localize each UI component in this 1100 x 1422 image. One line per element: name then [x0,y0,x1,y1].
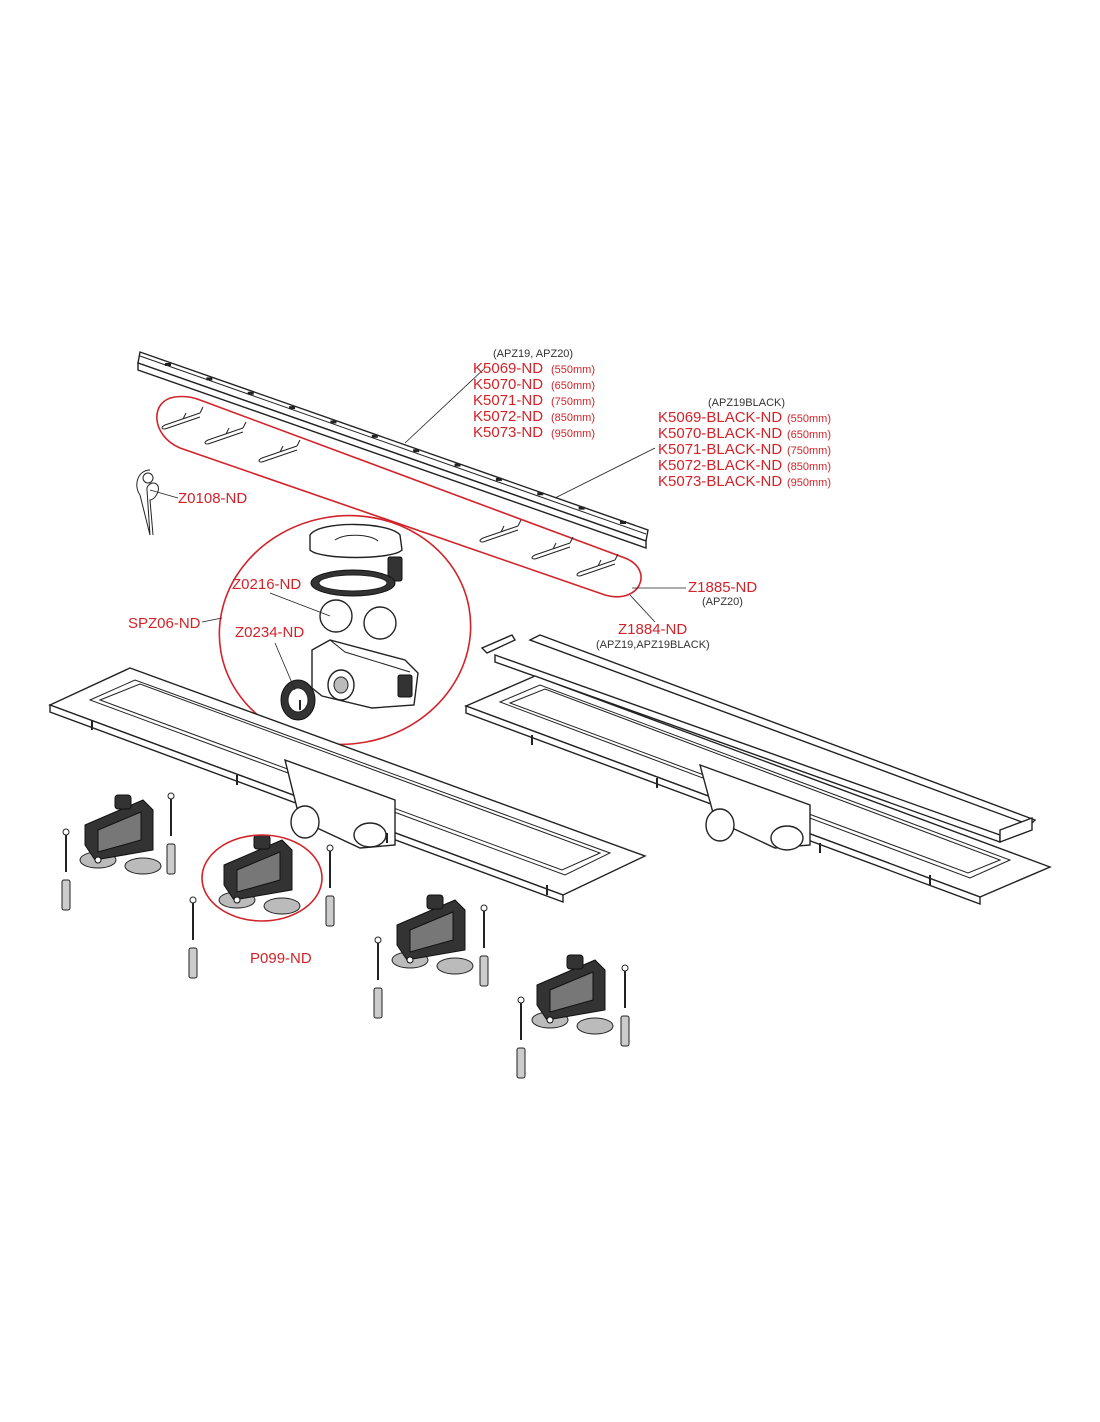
rail-slot [165,363,171,366]
kb-code: K5069-BLACK-ND [658,409,782,426]
levelling-feet [61,792,630,1079]
k-size: (650mm) [551,380,595,392]
float-ball-left [319,599,353,633]
rail-slot [371,434,378,438]
screw-and-plug [325,844,335,927]
clips-group [156,395,642,598]
label-p099: P099-ND [250,950,312,967]
screw-and-plug [620,964,630,1047]
screw-and-plug [61,828,71,911]
rail-slot [578,506,585,510]
rail-slot [495,477,502,481]
k-size: (850mm) [551,412,595,424]
screw-and-plug [479,904,489,987]
siphon-body [311,639,419,709]
label-z0108: Z0108-ND [178,490,247,507]
k-code: K5072-ND [473,408,543,425]
kb-size: (550mm) [787,413,831,425]
cotter-pin-part [136,469,159,536]
label-z0216: Z0216-ND [232,576,301,593]
k-code: K5071-ND [473,392,543,409]
screw-and-plug [373,936,383,1019]
rail-slot [413,449,420,453]
siphon-lid [309,523,403,582]
seal-ring [310,569,396,597]
kb-code: K5072-BLACK-ND [658,457,782,474]
kb-code: K5071-BLACK-ND [658,441,782,458]
kb-code: K5070-BLACK-ND [658,425,782,442]
label-z1885: Z1885-ND [688,579,757,596]
clip [204,421,247,445]
rail-slot [454,463,461,467]
clip [479,519,522,543]
k-code: K5070-ND [473,376,543,393]
levelling-foot [391,894,474,975]
kb-size: (750mm) [787,445,831,457]
clip [161,406,204,430]
label-z1884: Z1884-ND [618,621,687,638]
labels: (APZ19, APZ20) K5069-ND (550mm) K5070-ND (6… [128,348,831,967]
label-z1884-note: (APZ19,APZ19BLACK) [596,639,710,651]
drain-tray-right [464,634,1052,906]
levelling-foot [531,954,614,1035]
label-z1885-note: (APZ20) [702,596,743,608]
kb-size: (650mm) [787,429,831,441]
clip [258,439,301,463]
rail-slot [620,521,626,524]
k-code: K5073-ND [473,424,543,441]
levelling-foot [218,834,301,915]
k-size: (750mm) [551,396,595,408]
screw-and-plug [166,792,176,875]
clip [531,536,574,560]
kb-size: (850mm) [787,461,831,473]
screw-and-plug [188,896,198,979]
rail-slot [247,391,254,395]
gasket-ring [280,679,316,721]
k-size: (550mm) [551,364,595,376]
drain-tray-left [48,667,647,904]
clip [576,553,619,577]
siphon-group-outline [218,514,472,746]
rail-slot [330,420,337,424]
float-ball-right [363,606,397,640]
leader-lines [149,367,686,691]
kb-group-note: (APZ19BLACK) [708,397,785,409]
label-z0234: Z0234-ND [235,624,304,641]
rail-slot [206,377,213,381]
siphon-group [218,514,472,746]
screw-and-plug [516,996,526,1079]
channel-rail [137,351,649,549]
label-spz06: SPZ06-ND [128,615,201,632]
k-code: K5069-ND [473,360,543,377]
k-group-note: (APZ19, APZ20) [493,348,573,360]
rail-slot [289,406,296,410]
levelling-foot [79,794,162,875]
clips-group-outline [156,395,642,598]
feet-highlight-ring [201,834,323,922]
k-size: (950mm) [551,428,595,440]
kb-code: K5073-BLACK-ND [658,473,782,490]
rail-slot [537,492,544,496]
kb-size: (950mm) [787,477,831,489]
